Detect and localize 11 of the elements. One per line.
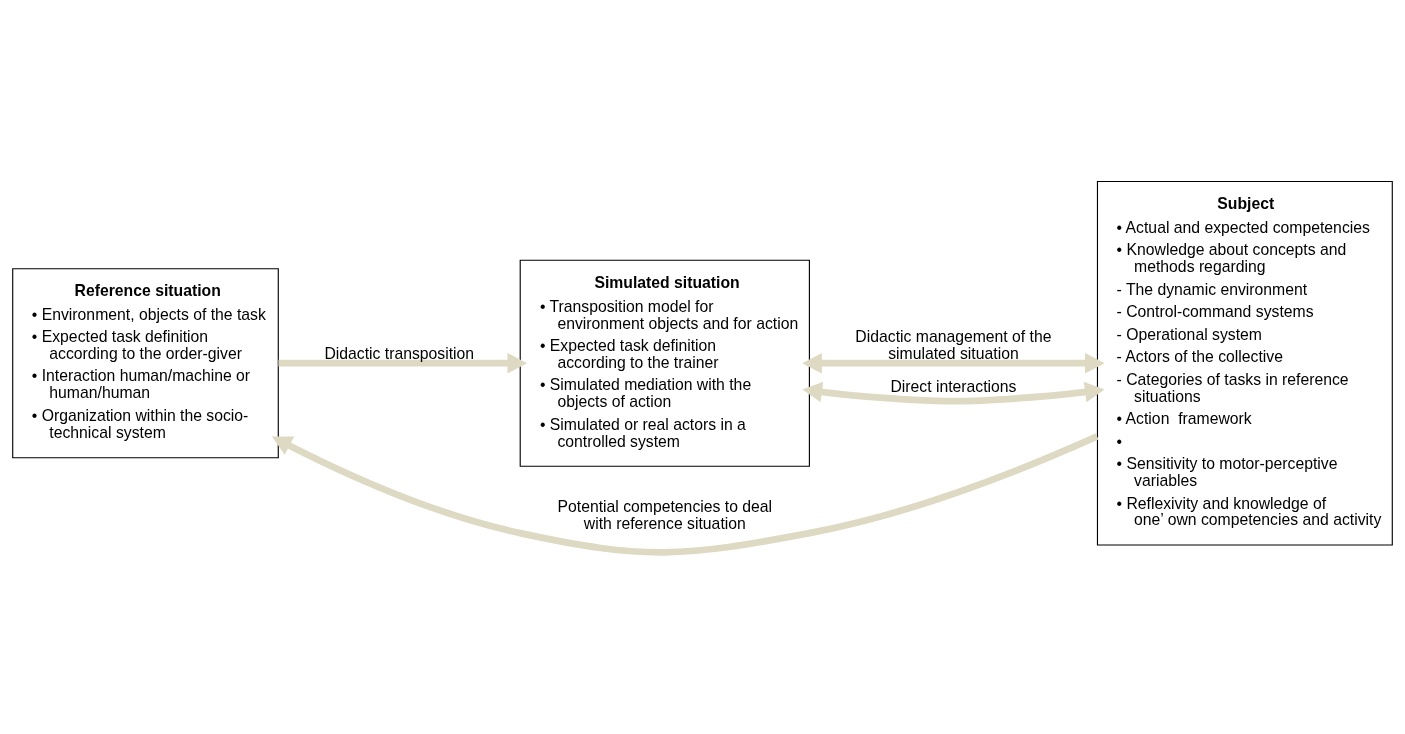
- arrow: [802, 352, 1105, 374]
- edge-label: Potential competencies to deal with reference situation: [557, 497, 773, 532]
- node-box: Simulated situation • Transposition model for environment objects and for action • Expected task definition according to the trainer • Simulated mediation with the objects of action • Simulated or real actors in a controlled system: [519, 259, 810, 467]
- node-box: Subject • Actual and expected competencies • Knowledge about concepts and methods regarding - The dynamic environment - Control-command systems - Operational system - Actors of the collective - Categories of tasks in reference situations • Action framework • • Sensitivity to motor-perceptive variables • Reflexivity and knowledge of one’ own competencies and activity: [1096, 180, 1393, 546]
- edge-label: Didactic transposition: [324, 344, 475, 362]
- arrow: [271, 433, 1099, 556]
- arrow: [278, 352, 528, 374]
- edge-label: Direct interactions: [890, 377, 1017, 395]
- node-box: Reference situation • Environment, objects of the task • Expected task definition according to the order-giver • Interaction human/machine or human/human • Organization within the socio-technical system: [12, 268, 279, 459]
- edge-label: Didactic management of the simulated situation: [855, 328, 1052, 362]
- arrow: [802, 381, 1105, 405]
